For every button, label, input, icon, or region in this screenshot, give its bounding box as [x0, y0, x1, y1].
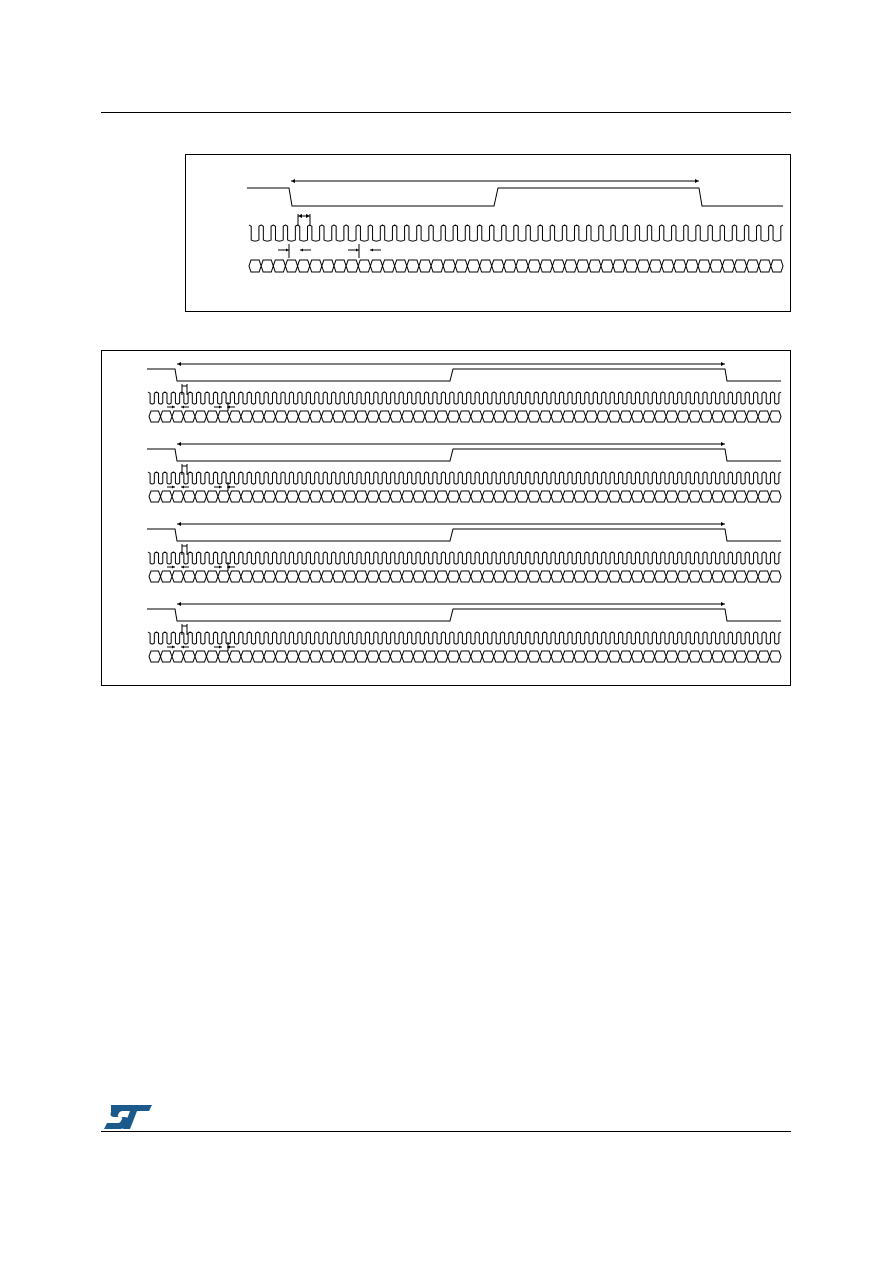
hold-marker-a [278, 248, 289, 252]
control-waveform-4 [147, 608, 781, 622]
period-arrow-4 [177, 602, 725, 606]
hold-marker-c-3-head [219, 565, 222, 569]
hold-marker-c-1 [214, 405, 222, 409]
period-arrow-1 [177, 362, 725, 366]
control-waveform-2 [147, 448, 781, 462]
period-arrow-3-head-right [721, 522, 725, 526]
diagram1-frame [185, 154, 791, 312]
hold-marker-c [348, 248, 359, 252]
period-arrow-1-head-right [721, 362, 725, 366]
data-waveform-4 [148, 650, 782, 663]
st-logo-icon [103, 1104, 153, 1130]
setup-arrow-head-right [306, 214, 310, 218]
hold-marker-a-1-head [172, 405, 175, 409]
hold-marker-a-head [286, 248, 289, 252]
control-waveform-1 [147, 368, 781, 382]
hold-marker-d [370, 248, 381, 252]
data-waveform-2 [148, 490, 782, 503]
hold-marker-a-2 [167, 485, 175, 489]
hold-marker-c-head [356, 248, 359, 252]
waveform-group-1 [147, 362, 782, 423]
st-logo-shape [104, 1105, 152, 1129]
period-arrow [291, 179, 699, 183]
hold-marker-b-1-head [181, 405, 184, 409]
data-waveform-1 [148, 410, 782, 423]
hold-marker-b-3-head [181, 565, 184, 569]
hold-marker-a-4 [167, 645, 175, 649]
setup-arrow [298, 214, 310, 218]
diagram2-frame [101, 350, 791, 686]
hold-marker-b-2 [181, 485, 189, 489]
hold-marker-b-3 [181, 565, 189, 569]
period-arrow-2-head-left [177, 442, 181, 446]
hold-marker-a-1 [167, 405, 175, 409]
data-waveform [248, 259, 784, 273]
period-arrow-4-head-right [721, 602, 725, 606]
period-arrow-3-head-left [177, 522, 181, 526]
timing-diagram-single [185, 154, 791, 312]
clock-waveform-1 [147, 391, 782, 405]
setup-arrow-head-left [298, 214, 302, 218]
hold-marker-b-4-head [181, 645, 184, 649]
period-arrow-head-left [291, 179, 295, 183]
clock-waveform-3 [147, 551, 782, 565]
data-waveform-3 [148, 570, 782, 583]
hold-marker-d-head [370, 248, 373, 252]
hold-marker-c-2-head [219, 485, 222, 489]
footer-rule [101, 1131, 791, 1132]
hold-marker-c-2 [214, 485, 222, 489]
waveform-group-2 [147, 442, 782, 503]
waveform-group-4 [147, 602, 782, 663]
waveform-group-3 [147, 522, 782, 583]
hold-marker-a-2-head [172, 485, 175, 489]
hold-marker-a-3-head [172, 565, 175, 569]
diagram2-svg [101, 350, 791, 686]
hold-marker-b [300, 248, 311, 252]
period-arrow-2 [177, 442, 725, 446]
hold-marker-a-4-head [172, 645, 175, 649]
header-rule [101, 112, 791, 113]
period-arrow-2-head-right [721, 442, 725, 446]
hold-marker-b-1 [181, 405, 189, 409]
diagram1-svg [185, 154, 791, 312]
hold-marker-c-4-head [219, 645, 222, 649]
hold-marker-b-4 [181, 645, 189, 649]
period-arrow-head-right [695, 179, 699, 183]
clock-waveform-2 [147, 471, 782, 485]
clock-waveform-4 [147, 631, 782, 645]
control-waveform-3 [147, 528, 781, 542]
hold-marker-b-head [300, 248, 303, 252]
period-arrow-3 [177, 522, 725, 526]
hold-marker-c-3 [214, 565, 222, 569]
control-waveform [247, 187, 783, 207]
period-arrow-4-head-left [177, 602, 181, 606]
hold-marker-a-3 [167, 565, 175, 569]
hold-marker-b-2-head [181, 485, 184, 489]
hold-marker-c-4 [214, 645, 222, 649]
clock-waveform [248, 224, 784, 242]
timing-diagram-multi [101, 350, 791, 686]
hold-marker-c-1-head [219, 405, 222, 409]
period-arrow-1-head-left [177, 362, 181, 366]
